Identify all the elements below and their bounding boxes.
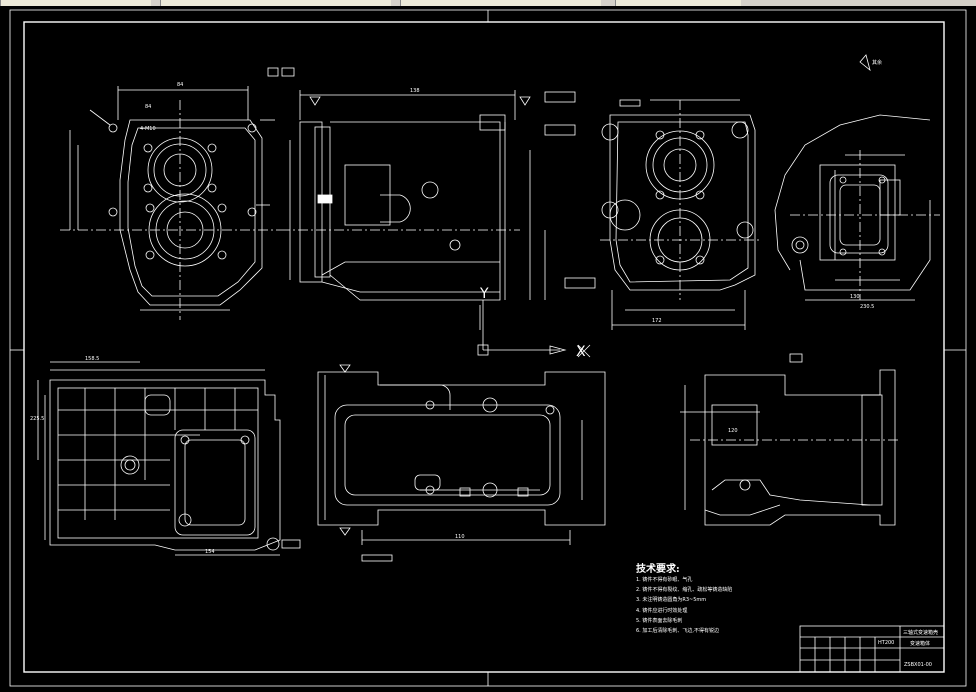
cad-drawing-canvas[interactable]: 84 84 138 4-M10 172 130 158.5 154 110 23…: [0, 6, 976, 692]
title-block-drawing-number: ZSBX01-00: [904, 662, 932, 668]
window-toolbar-strip: [0, 0, 976, 6]
requirement-item: 4. 铸件应进行时效处理: [636, 607, 688, 614]
technical-requirements-list: 1. 铸件不得有砂眼、气孔 2. 铸件不得有裂纹、缩孔、疏松等铸造缺陷 3. 未…: [636, 575, 732, 636]
requirement-item: 6. 加工后清除毛刺、飞边,不得有锐边: [636, 628, 719, 635]
dimension-label: 120: [728, 428, 738, 434]
axis-y-label: Y: [479, 286, 489, 302]
requirement-item: 5. 铸件表面去除毛刺: [636, 617, 683, 624]
dimension-label: 230.5: [860, 304, 874, 310]
requirement-item: 1. 铸件不得有砂眼、气孔: [636, 577, 693, 583]
top-view: [37, 361, 301, 556]
front-view: [60, 86, 280, 320]
title-block-frame: [799, 625, 945, 673]
title-block-material: HT200: [878, 640, 895, 646]
title-block-part-name: 变速箱体: [910, 641, 931, 647]
requirement-item: 3. 未注明铸造圆角为R3~5mm: [636, 597, 707, 604]
toolbar-segment[interactable]: [400, 0, 601, 6]
requirement-item: 2. 铸件不得有裂纹、缩孔、疏松等铸造缺陷: [636, 587, 733, 594]
auxiliary-view: [774, 54, 940, 301]
bottom-view: [317, 364, 606, 562]
section-view: [267, 67, 596, 330]
dimension-label: 130: [850, 294, 860, 300]
axis-x-label: X: [576, 344, 586, 360]
ucs-axis-icon: [477, 300, 591, 358]
toolbar-segment[interactable]: [0, 0, 151, 6]
technical-requirements-title: 技术要求:: [636, 564, 680, 575]
dimension-label: 84: [177, 82, 183, 88]
dimension-label: 138: [410, 88, 420, 94]
inner-frame: [23, 21, 945, 673]
side-detail-view: [680, 353, 900, 526]
dimension-label: 225.5: [30, 416, 44, 422]
roughness-note: 其余: [872, 59, 882, 66]
rear-view: [600, 99, 760, 330]
dimension-label: 158.5: [85, 356, 99, 362]
dimension-label: 84: [145, 104, 151, 110]
dimension-label: 154: [205, 549, 215, 555]
dimension-label: 110: [455, 534, 465, 540]
dimension-label: 4-M10: [140, 126, 156, 132]
toolbar-segment[interactable]: [615, 0, 741, 6]
dimension-label: 172: [652, 318, 662, 324]
title-block-drawing-title: 三轴式变速箱壳: [903, 630, 939, 636]
toolbar-segment[interactable]: [160, 0, 391, 6]
